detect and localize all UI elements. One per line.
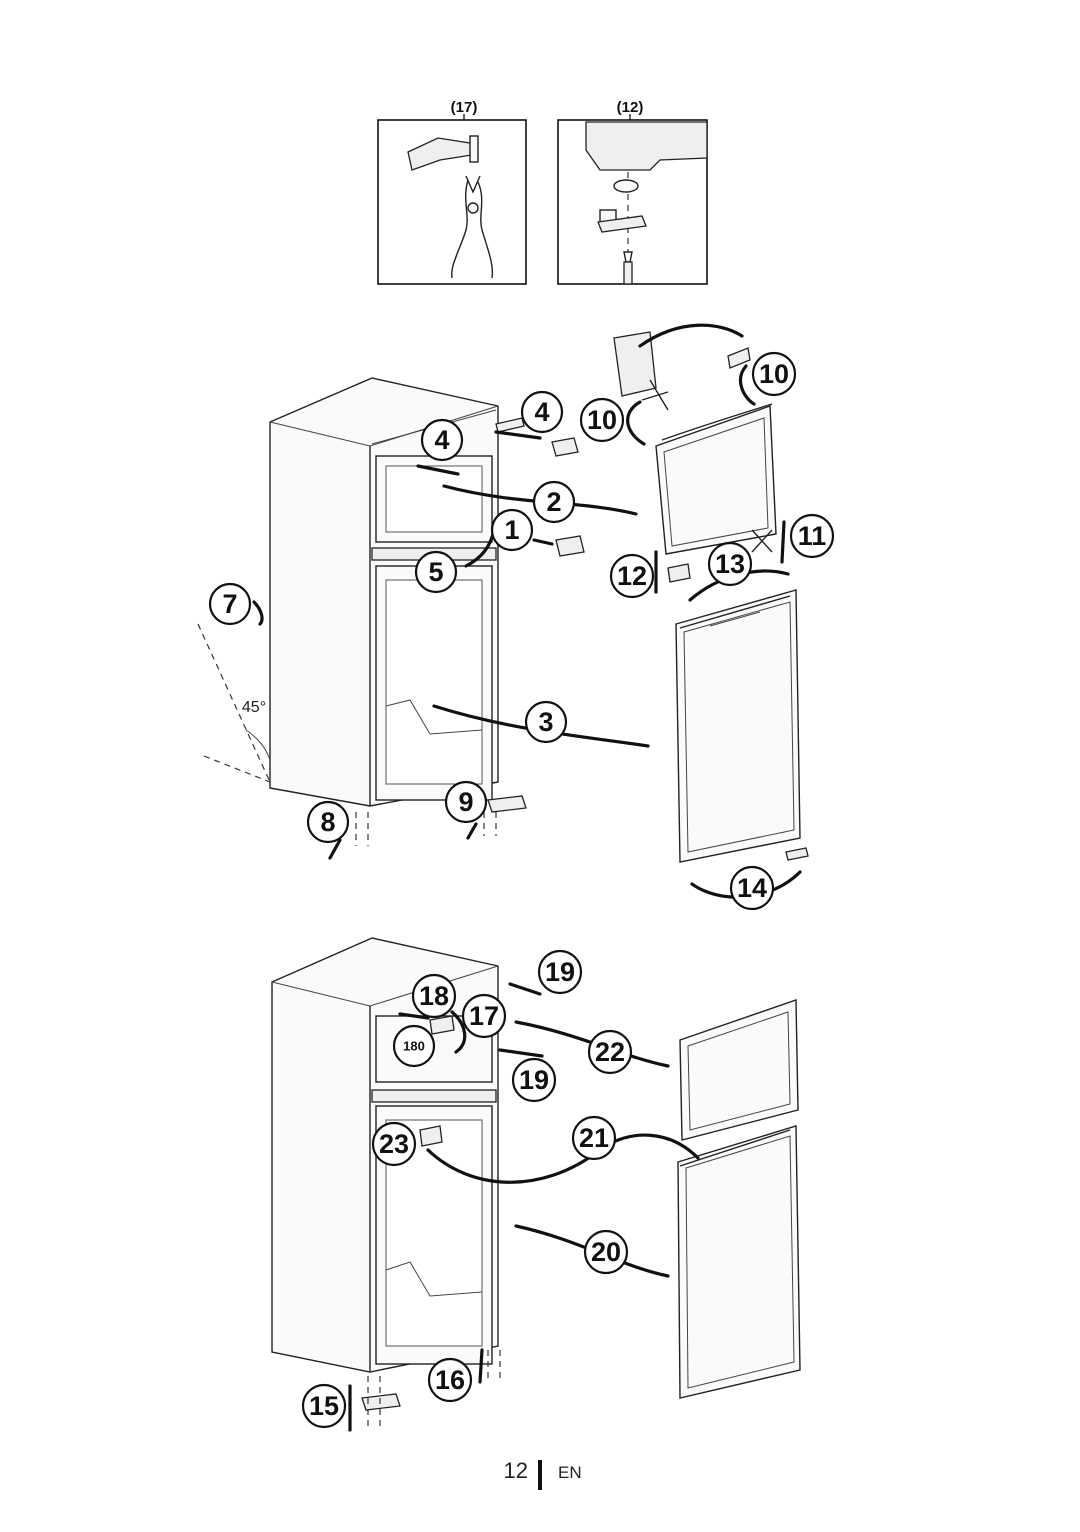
svg-text:10: 10	[759, 359, 789, 389]
page-number: 12	[503, 1458, 528, 1483]
svg-text:9: 9	[458, 787, 473, 817]
step-11: 11	[789, 513, 835, 559]
step-1: 1	[490, 508, 534, 552]
step-4b: 4	[420, 418, 464, 462]
step-17: 17	[461, 993, 507, 1039]
svg-text:23: 23	[379, 1129, 409, 1159]
rotation-180: 180	[392, 1024, 436, 1068]
screwdriver-icon	[623, 251, 633, 285]
step-23: 23	[371, 1121, 417, 1167]
freezer-door-bottom	[679, 999, 799, 1141]
step-19b: 19	[511, 1057, 557, 1103]
svg-text:4: 4	[534, 397, 549, 427]
fridge-door-top	[675, 589, 801, 863]
svg-text:18: 18	[419, 981, 449, 1011]
angle-label: 45°	[242, 699, 266, 716]
svg-text:19: 19	[519, 1065, 549, 1095]
tilt-angle-guide: 45°	[197, 623, 271, 783]
fridge-cabinet-top	[269, 377, 499, 807]
svg-text:8: 8	[320, 807, 335, 837]
step-18: 18	[411, 973, 457, 1019]
step-5: 5	[414, 550, 458, 594]
hardware-parts-bottom	[361, 982, 544, 1430]
inset-12-caption: (12)	[617, 99, 644, 116]
footer-divider	[538, 1460, 542, 1490]
step-14: 14	[729, 865, 775, 911]
step-22: 22	[587, 1029, 633, 1075]
step-2: 2	[532, 480, 576, 524]
step-9: 9	[444, 780, 488, 824]
step-8: 8	[306, 800, 350, 844]
svg-text:19: 19	[545, 957, 575, 987]
svg-text:22: 22	[595, 1037, 625, 1067]
step-19a: 19	[537, 949, 583, 995]
svg-text:7: 7	[222, 589, 237, 619]
step-20: 20	[583, 1229, 629, 1275]
pliers-icon	[451, 175, 494, 279]
svg-text:16: 16	[435, 1365, 465, 1395]
svg-text:21: 21	[579, 1123, 609, 1153]
step-15: 15	[301, 1383, 347, 1429]
inset-17: (17)	[377, 99, 527, 285]
svg-text:13: 13	[715, 549, 745, 579]
step-13: 13	[707, 541, 753, 587]
language-code: EN	[558, 1463, 582, 1482]
svg-text:10: 10	[587, 405, 617, 435]
step-4a: 4	[520, 390, 564, 434]
hardware-parts	[355, 331, 809, 861]
step-10a: 10	[751, 351, 797, 397]
fridge-door-bottom	[677, 1125, 801, 1399]
hinge-pin-icon	[597, 179, 647, 233]
step-7: 7	[208, 582, 252, 626]
svg-text:17: 17	[469, 1001, 499, 1031]
step-16: 16	[427, 1357, 473, 1403]
svg-text:5: 5	[428, 557, 443, 587]
svg-text:4: 4	[434, 425, 449, 455]
step-12: 12	[609, 553, 655, 599]
svg-text:15: 15	[309, 1391, 339, 1421]
hinge-icon	[407, 135, 479, 171]
svg-text:20: 20	[591, 1237, 621, 1267]
svg-text:3: 3	[538, 707, 553, 737]
page-footer: 12 EN	[0, 1458, 1080, 1494]
svg-text:2: 2	[546, 487, 561, 517]
step-10b: 10	[579, 397, 625, 443]
svg-text:180: 180	[403, 1039, 425, 1054]
freezer-door-top	[655, 403, 777, 555]
inset-17-caption: (17)	[451, 99, 478, 116]
svg-text:12: 12	[617, 561, 647, 591]
step-badges: 4 4 2 1 5 7 3 9 8 10 10 11 13 12 14 19 1…	[208, 351, 835, 1429]
svg-text:14: 14	[737, 873, 767, 903]
svg-text:11: 11	[798, 521, 827, 551]
inset-12: (12)	[557, 99, 708, 285]
step-3: 3	[524, 700, 568, 744]
svg-text:1: 1	[504, 515, 519, 545]
step-21: 21	[571, 1115, 617, 1161]
